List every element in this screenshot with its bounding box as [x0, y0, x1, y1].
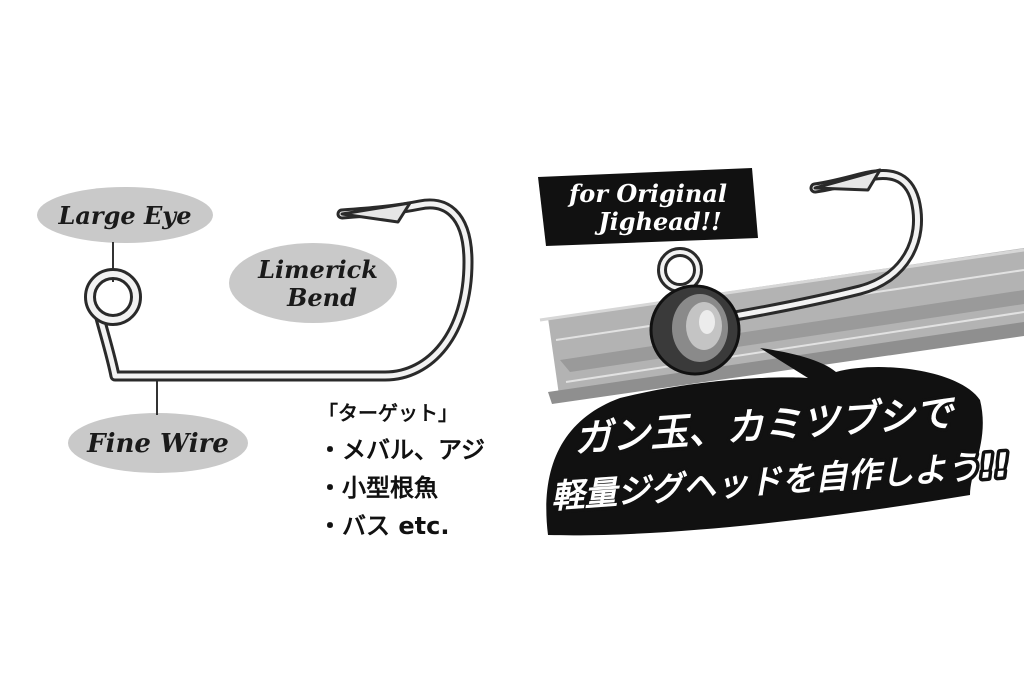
fine-wire-bubble [68, 413, 248, 473]
hook-eye [84, 268, 142, 326]
fine-wire-label: Fine Wire [86, 429, 229, 459]
limerick-label: Limerick [257, 255, 378, 284]
jighead-weight [649, 247, 741, 376]
target-item-1: ・メバル、アジ [318, 436, 485, 464]
right-jighead-illustration: for Original Jighead!! ガン玉、カミツブシで 軽量ジグヘッ… [538, 168, 1024, 536]
target-heading: 「ターゲット」 [318, 401, 458, 425]
target-list: 「ターゲット」 ・メバル、アジ ・小型根魚 ・バス etc. [318, 401, 485, 540]
bend-label: Bend [286, 283, 357, 312]
target-item-2: ・小型根魚 [318, 474, 438, 502]
hook-shape [94, 198, 474, 382]
tag-line-1: for Original [567, 179, 727, 208]
original-jighead-tag: for Original Jighead!! [538, 168, 758, 246]
target-item-3: ・バス etc. [318, 512, 449, 540]
catch-swoosh [546, 348, 983, 536]
limerick-bend-bubble [229, 243, 397, 323]
large-eye-bubble [37, 187, 213, 243]
tag-line-2: Jighead!! [594, 207, 721, 236]
large-eye-label: Large Eye [58, 201, 192, 230]
jighead-hook [694, 168, 924, 328]
left-hook-illustration: Large Eye Limerick Bend Fine Wire [37, 187, 474, 473]
